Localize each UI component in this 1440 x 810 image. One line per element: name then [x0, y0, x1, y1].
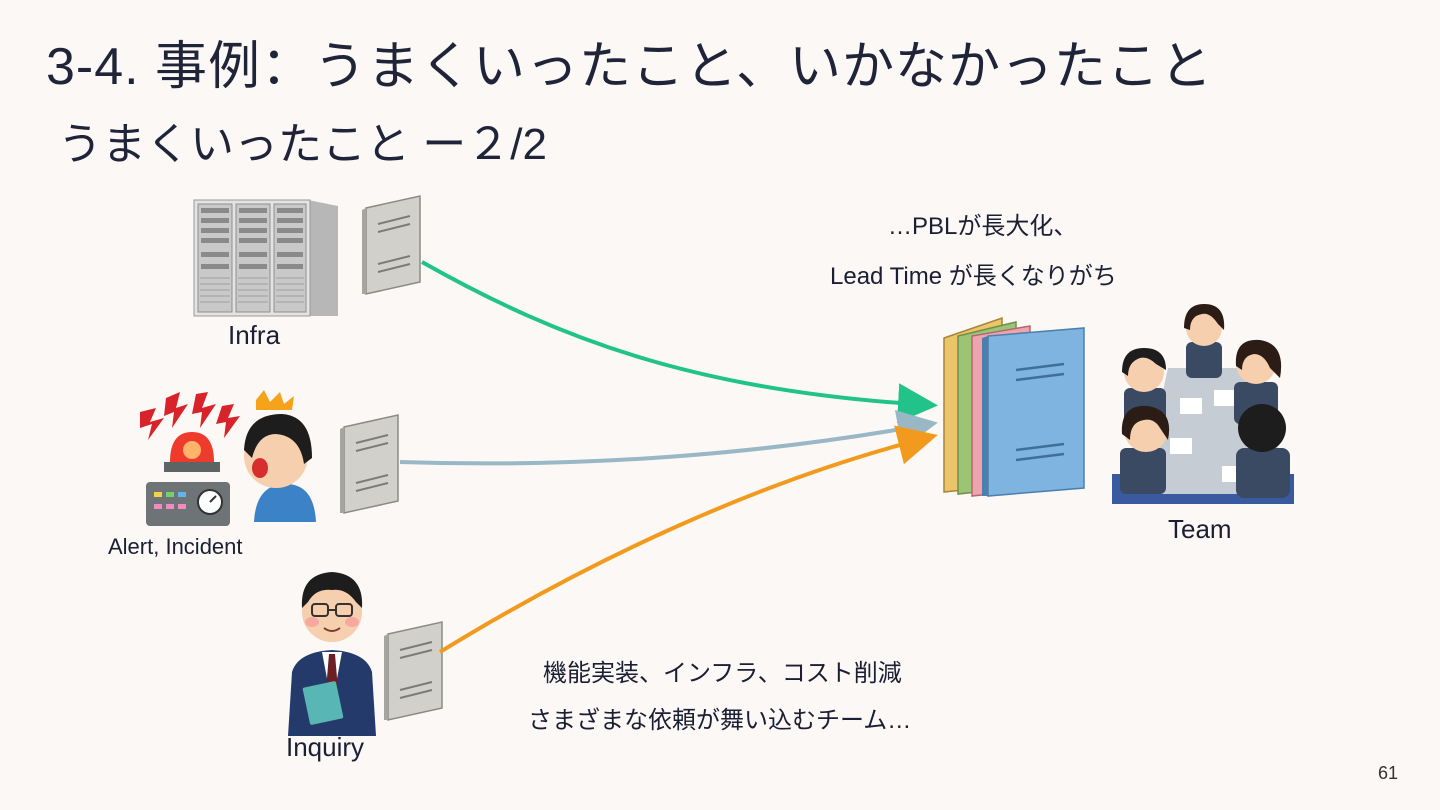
server-rack-icon [193, 199, 338, 317]
page-title: 3-4. 事例：うまくいったこと、いかなかったこと [46, 38, 1213, 96]
alert-label: Alert, Incident [108, 534, 243, 559]
team-label: Team [1168, 514, 1232, 544]
arrow-inquiry-to-team [438, 425, 938, 654]
note-pbl-growth: …PBLが長大化、 [888, 213, 1078, 240]
binder-stack-icon [943, 316, 1085, 497]
document-icon-infra [362, 195, 421, 295]
document-icon-alert [340, 414, 399, 514]
note-various-requests: さまざまな依頼が舞い込むチーム… [528, 707, 912, 734]
note-lead-time: Lead Time が長くなりがち [830, 263, 1117, 290]
page-subtitle: うまくいったこと ー２/2 [58, 120, 547, 169]
page-number: 61 [1377, 763, 1398, 783]
infra-label: Infra [228, 320, 281, 350]
document-icon-inquiry [384, 621, 443, 721]
note-request-types: 機能実装、インフラ、コスト削減 [543, 660, 902, 687]
inquiry-person-icon [288, 572, 376, 736]
alert-siren-icon [140, 390, 316, 526]
inquiry-label: Inquiry [286, 732, 365, 762]
arrow-alert-to-team [399, 410, 938, 466]
team-meeting-icon [1112, 304, 1294, 504]
arrow-infra-to-team [421, 260, 938, 424]
